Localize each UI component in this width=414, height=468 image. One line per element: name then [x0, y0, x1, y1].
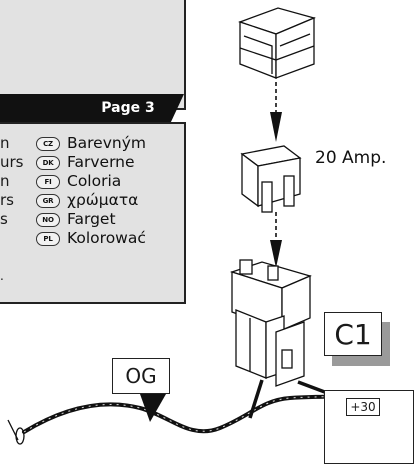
color-word-fragment: n — [0, 172, 10, 190]
language-word: χρώματα — [67, 191, 139, 209]
top-info-panel — [0, 0, 186, 110]
wire-color-label: OG — [112, 358, 170, 394]
page-number-label: Page 3 — [101, 100, 155, 116]
language-badge: PL — [36, 231, 60, 246]
color-word-fragment: rs — [0, 191, 14, 209]
language-badge: FI — [36, 174, 60, 189]
language-word: Barevným — [67, 134, 146, 152]
wire-cut-end-icon — [7, 419, 25, 445]
language-badge: DK — [36, 155, 60, 170]
language-word: Farget — [67, 210, 116, 228]
wire-og — [22, 390, 362, 434]
power-source-label: +30 — [346, 398, 380, 416]
arrow-down-icon — [270, 82, 282, 142]
pointer-arrow-icon — [140, 394, 166, 422]
color-word-fragment: n — [0, 134, 10, 152]
connector-c1-label: C1 — [324, 312, 382, 356]
fuse-rating-label: 20 Amp. — [315, 148, 387, 168]
connector-icon — [229, 259, 312, 387]
language-word: Kolorować — [67, 229, 146, 247]
language-row-cz: CZ Barevným — [36, 134, 146, 153]
page-tab — [0, 94, 184, 124]
language-row-fi: FI Coloria — [36, 172, 121, 191]
language-word: Farverne — [67, 153, 135, 171]
language-word: Coloria — [67, 172, 122, 190]
language-badge: CZ — [36, 136, 60, 151]
color-language-panel: n urs n rs s CZ Barevným DK Farverne FI … — [0, 122, 186, 304]
language-badge: GR — [36, 193, 60, 208]
arrow-down-icon — [270, 212, 282, 268]
fuse-icon — [240, 145, 302, 213]
color-word-fragment: s — [0, 210, 8, 228]
language-badge: NO — [36, 212, 60, 227]
language-row-pl: PL Kolorować — [36, 229, 146, 248]
panel-dot: . — [0, 269, 4, 283]
language-row-gr: GR χρώματα — [36, 191, 138, 210]
color-word-fragment: urs — [0, 153, 24, 171]
language-row-dk: DK Farverne — [36, 153, 135, 172]
fuse-box-icon — [238, 7, 316, 79]
language-row-no: NO Farget — [36, 210, 116, 229]
